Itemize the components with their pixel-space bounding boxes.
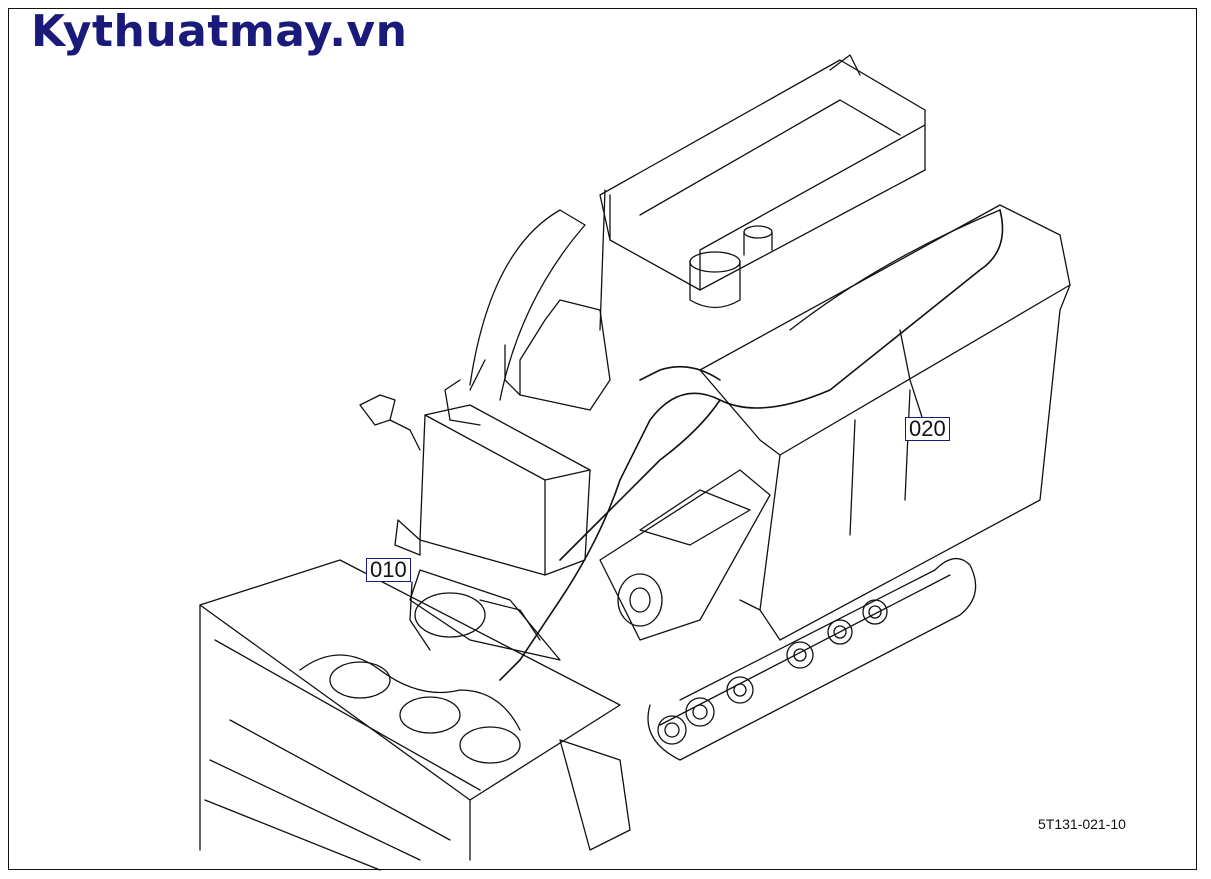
wiring-harness bbox=[499, 209, 1004, 681]
site-title: Kythuatmay.vn bbox=[31, 6, 408, 57]
crawler-track bbox=[647, 558, 977, 761]
grain-tank bbox=[599, 54, 926, 331]
drawing-code: 5T131-021-10 bbox=[1038, 816, 1126, 832]
leader-010 bbox=[409, 581, 431, 651]
callout-020: 020 bbox=[905, 417, 950, 441]
feeder-house bbox=[599, 469, 771, 641]
callout-010: 010 bbox=[366, 558, 411, 582]
control-panel bbox=[394, 404, 591, 576]
mirror bbox=[359, 394, 421, 451]
drawing-frame bbox=[8, 8, 1197, 870]
leader-020 bbox=[899, 329, 923, 418]
cab-frame bbox=[444, 209, 586, 426]
air-cleaner bbox=[689, 225, 773, 309]
engine bbox=[409, 569, 561, 661]
operator-seat bbox=[504, 299, 611, 411]
cutting-header bbox=[199, 559, 631, 871]
body-cover bbox=[699, 204, 1071, 641]
